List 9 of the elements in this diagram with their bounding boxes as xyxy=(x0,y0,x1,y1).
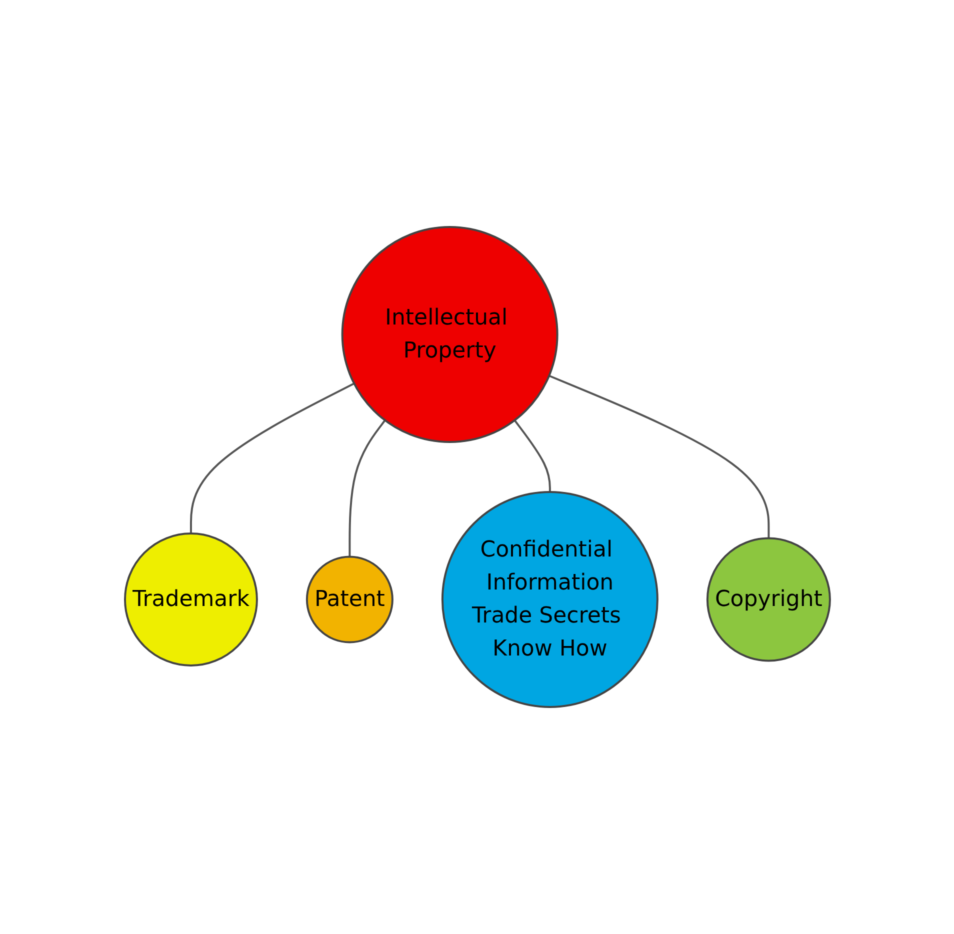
node-circle: Trademark xyxy=(124,532,258,666)
node-circle: Confidential Information Trade Secrets Know How xyxy=(440,491,658,708)
node-circle: Copyright xyxy=(706,537,830,662)
connector xyxy=(548,374,770,538)
connector xyxy=(513,420,550,492)
connector xyxy=(190,382,354,534)
node-circle: Intellectual Property xyxy=(340,226,558,443)
connector xyxy=(348,420,386,557)
node-circle: Patent xyxy=(305,556,393,644)
